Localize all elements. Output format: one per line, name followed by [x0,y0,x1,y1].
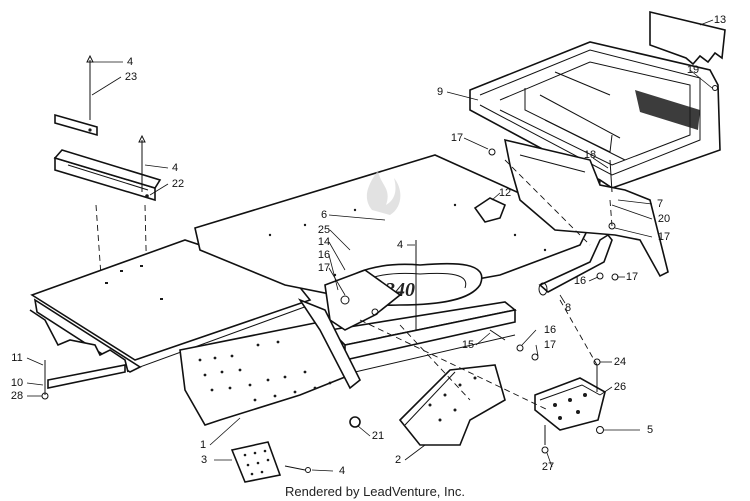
callout-13: 13 [714,14,726,26]
callout-4: 4 [127,56,133,68]
hardware [41,85,718,454]
bracket-26 [534,377,606,431]
callout-19: 19 [687,64,699,76]
callout-12: 12 [499,187,511,199]
grab-pipe-8 [538,233,613,296]
callout-8: 8 [565,302,571,314]
callout-25: 25 [318,224,330,236]
knob-12 [473,197,507,223]
callout-17: 17 [451,132,463,144]
callout-9: 9 [437,86,443,98]
callout-20: 20 [658,213,670,225]
callout-2: 2 [395,454,401,466]
callout-14: 14 [318,236,330,248]
callout-28: 28 [11,390,23,402]
watermark-flame [366,170,401,215]
callout-23: 23 [125,71,137,83]
callout-3: 3 [201,454,207,466]
callout-1: 1 [200,439,206,451]
callout-5: 5 [647,424,653,436]
callout-17: 17 [544,339,556,351]
callout-4: 4 [397,239,403,251]
callout-7: 7 [657,198,663,210]
callout-18: 18 [584,149,596,161]
callout-6: 6 [321,209,327,221]
leader-lines [26,19,714,472]
callout-10: 10 [11,377,23,389]
plate-3 [230,441,311,483]
bracket-23 [54,54,98,137]
callout-26: 26 [614,381,626,393]
callout-11: 11 [11,352,22,364]
callout-22: 22 [172,178,184,190]
callout-4: 4 [172,162,178,174]
callout-16: 16 [318,249,330,261]
callout-17: 17 [626,271,638,283]
callout-17: 17 [658,231,670,243]
callout-24: 24 [614,356,626,368]
footer-credit: Rendered by LeadVenture, Inc. [285,484,465,499]
callout-21: 21 [372,430,384,442]
center-rail [297,269,517,390]
callout-16: 16 [544,324,556,336]
flap-13 [649,10,726,66]
rear-rack [469,41,721,278]
callout-4: 4 [339,465,345,477]
bracket-2 [398,364,506,446]
callout-16: 16 [574,275,586,287]
callout-15: 15 [462,339,474,351]
callout-17: 17 [318,262,330,274]
channel-22 [53,134,162,202]
callout-27: 27 [542,461,554,473]
